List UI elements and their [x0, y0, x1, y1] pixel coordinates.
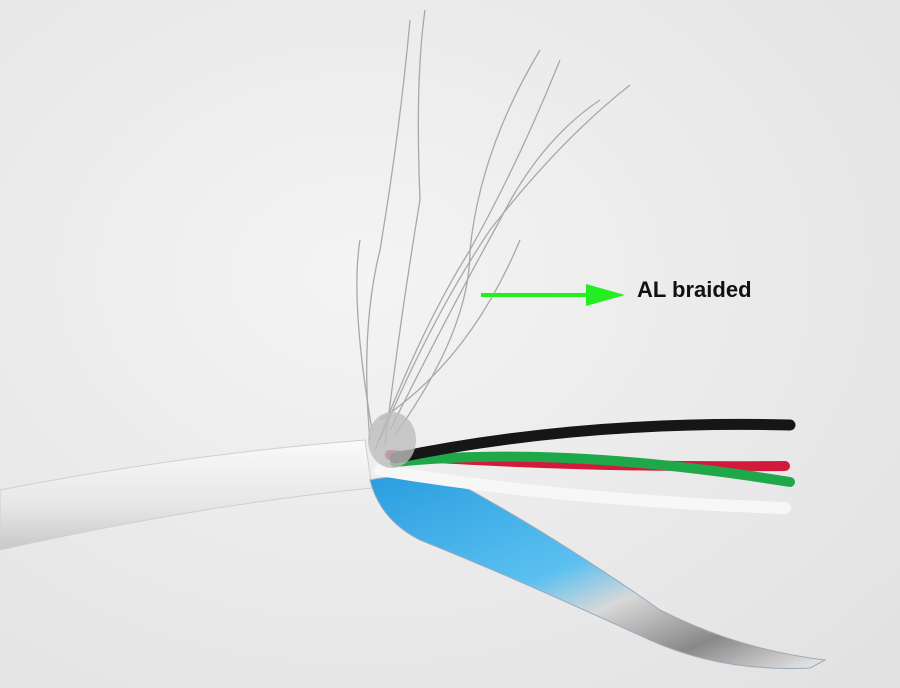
braid-base: [368, 412, 416, 468]
annotation-arrow-head: [586, 284, 625, 306]
annotation-label: AL braided: [637, 277, 752, 302]
wire-black: [389, 418, 796, 464]
wire-white: [374, 464, 791, 514]
wire-green: [390, 451, 795, 487]
braided-shield: [356, 9, 631, 451]
foil-shield: [369, 476, 827, 669]
